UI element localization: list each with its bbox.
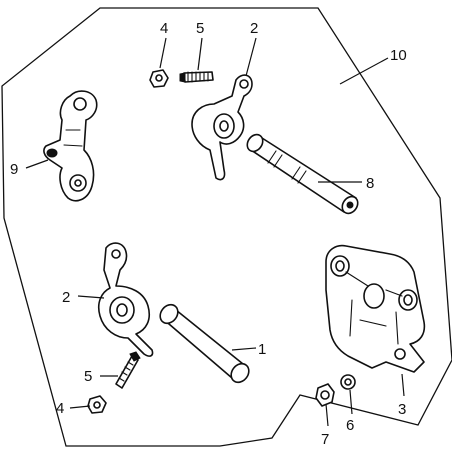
callout-1: 1 <box>258 341 266 358</box>
part-4-nut-top <box>149 69 169 88</box>
callout-7: 7 <box>321 431 329 448</box>
leader-lines <box>25 37 405 427</box>
part-9-rocker-arm <box>43 90 98 202</box>
part-8-rocker-shaft <box>246 133 359 215</box>
assembly-boundary <box>1 7 452 447</box>
callout-6: 6 <box>346 417 354 434</box>
part-2-rocker-bottom <box>97 242 154 357</box>
part-5-screw-top <box>179 71 214 83</box>
callout-2-bottom: 2 <box>62 289 70 306</box>
callout-3: 3 <box>398 401 406 418</box>
part-5-screw-bottom <box>115 351 141 389</box>
part-2-rocker-top <box>191 74 253 181</box>
callout-4-top: 4 <box>160 20 168 37</box>
part-7-nut <box>315 383 335 407</box>
part-4-nut-bottom <box>87 395 107 414</box>
part-3-rocker-support <box>325 244 426 373</box>
part-1-shaft <box>159 303 250 384</box>
callout-5-bottom: 5 <box>84 368 92 385</box>
callout-9: 9 <box>10 161 18 178</box>
callout-8: 8 <box>366 175 374 192</box>
callout-5-top: 5 <box>196 20 204 37</box>
callout-10: 10 <box>390 47 407 64</box>
callout-4-bottom: 4 <box>56 400 64 417</box>
part-6-washer <box>340 374 356 390</box>
callout-2-top: 2 <box>250 20 258 37</box>
